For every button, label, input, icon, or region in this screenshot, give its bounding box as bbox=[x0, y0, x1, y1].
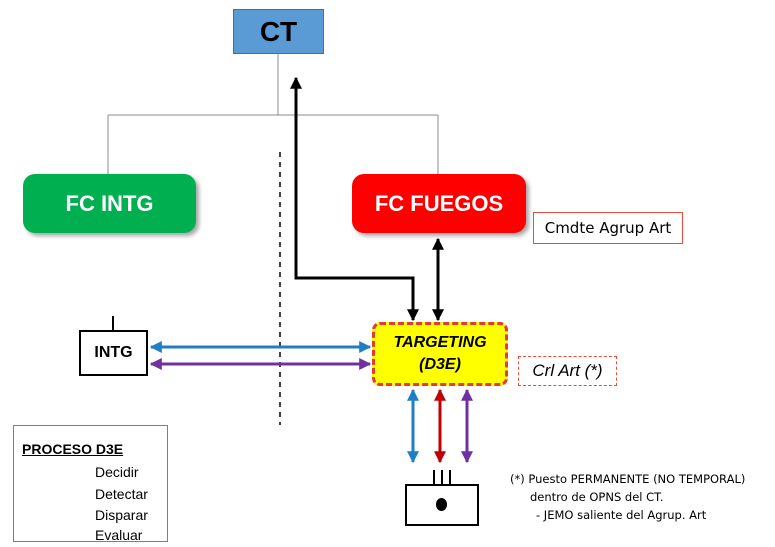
fc-fuegos-node: FC FUEGOS bbox=[352, 174, 526, 233]
fc-intg-label: FC INTG bbox=[65, 190, 154, 216]
fc-intg-node: FC INTG bbox=[23, 174, 196, 233]
decidir-arrow-to-ct bbox=[290, 76, 419, 322]
org-tree-connectors bbox=[107, 54, 439, 174]
legend-title: PROCESO D3E bbox=[22, 441, 124, 457]
ct-node: CT bbox=[233, 9, 324, 54]
legend-label-detectar: Detectar bbox=[95, 486, 148, 502]
intg-label: INTG bbox=[94, 344, 133, 361]
note-line-1: (*) Puesto PERMANENTE (NO TEMPORAL) bbox=[510, 472, 746, 486]
targeting-subtitle: (D3E) bbox=[419, 356, 461, 373]
cmdte-label: Cmdte Agrup Art bbox=[544, 219, 672, 237]
targeting-title: TARGETING bbox=[393, 334, 487, 351]
sensor-antennas bbox=[433, 470, 451, 484]
legend-label-disparar: Disparar bbox=[95, 507, 148, 523]
legend-box bbox=[13, 425, 168, 542]
ct-label: CT bbox=[259, 15, 298, 47]
legend-label-decidir: Decidir bbox=[95, 464, 139, 480]
note-line-2: dentro de OPNS del CT. bbox=[530, 490, 664, 504]
note-line-3: - JEMO saliente del Agrup. Art bbox=[536, 508, 707, 522]
intg-node: INTG bbox=[79, 330, 148, 376]
sensor-dot-icon bbox=[436, 498, 447, 511]
targeting-node: TARGETING (D3E) bbox=[372, 322, 508, 386]
crl-art-label-box: Crl Art (*) bbox=[518, 356, 617, 386]
crl-art-label: Crl Art (*) bbox=[532, 361, 603, 380]
cmdte-agrup-art-label-box: Cmdte Agrup Art bbox=[533, 212, 683, 244]
fc-fuegos-label: FC FUEGOS bbox=[374, 190, 504, 216]
legend-label-evaluar: Evaluar bbox=[95, 527, 143, 543]
